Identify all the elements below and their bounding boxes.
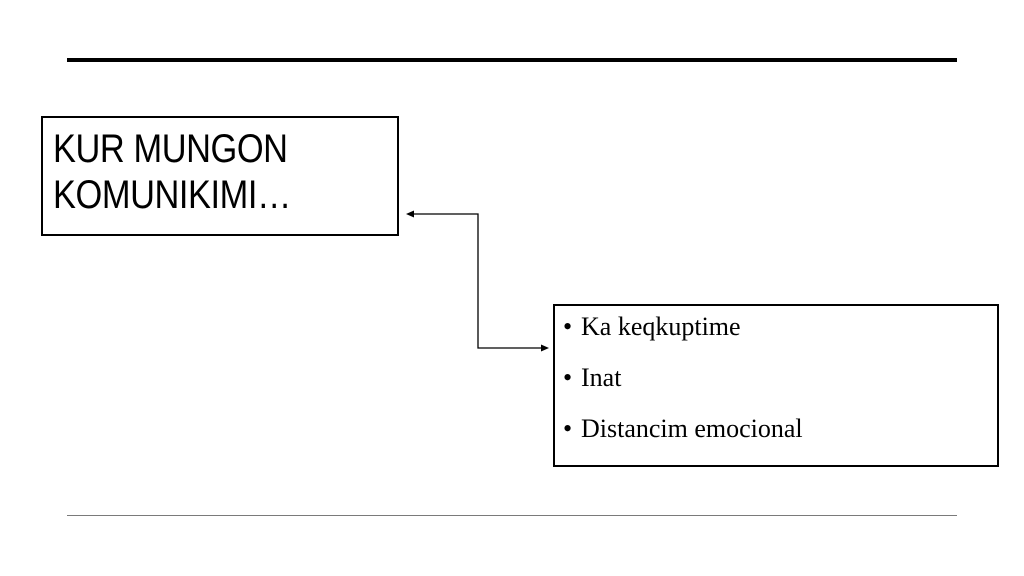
arrowhead-right [541,344,549,352]
bullet-icon: • [563,312,573,341]
arrowhead-left [406,210,414,218]
title-heading: KUR MUNGON KOMUNIKIMI… [53,126,291,218]
bottom-rule [67,515,957,516]
connector-line [412,213,542,349]
list-box: • Ka keqkuptime • Inat • Distancim emociona… [553,304,999,467]
bullet-icon: • [563,363,573,392]
list-item: • Ka keqkuptime [563,314,803,340]
top-rule [67,58,957,62]
title-line-1: KUR MUNGON [53,127,288,171]
bullet-list: • Ka keqkuptime • Inat • Distancim emociona… [563,314,803,467]
list-item: • Distancim emocional [563,416,803,442]
title-box: KUR MUNGON KOMUNIKIMI… [41,116,399,236]
bullet-icon: • [563,414,573,443]
title-line-2: KOMUNIKIMI… [53,173,291,217]
list-item-text: Distancim emocional [581,414,803,443]
list-item-text: Inat [581,363,622,392]
list-item-text: Ka keqkuptime [581,312,741,341]
list-item: • Inat [563,365,803,391]
